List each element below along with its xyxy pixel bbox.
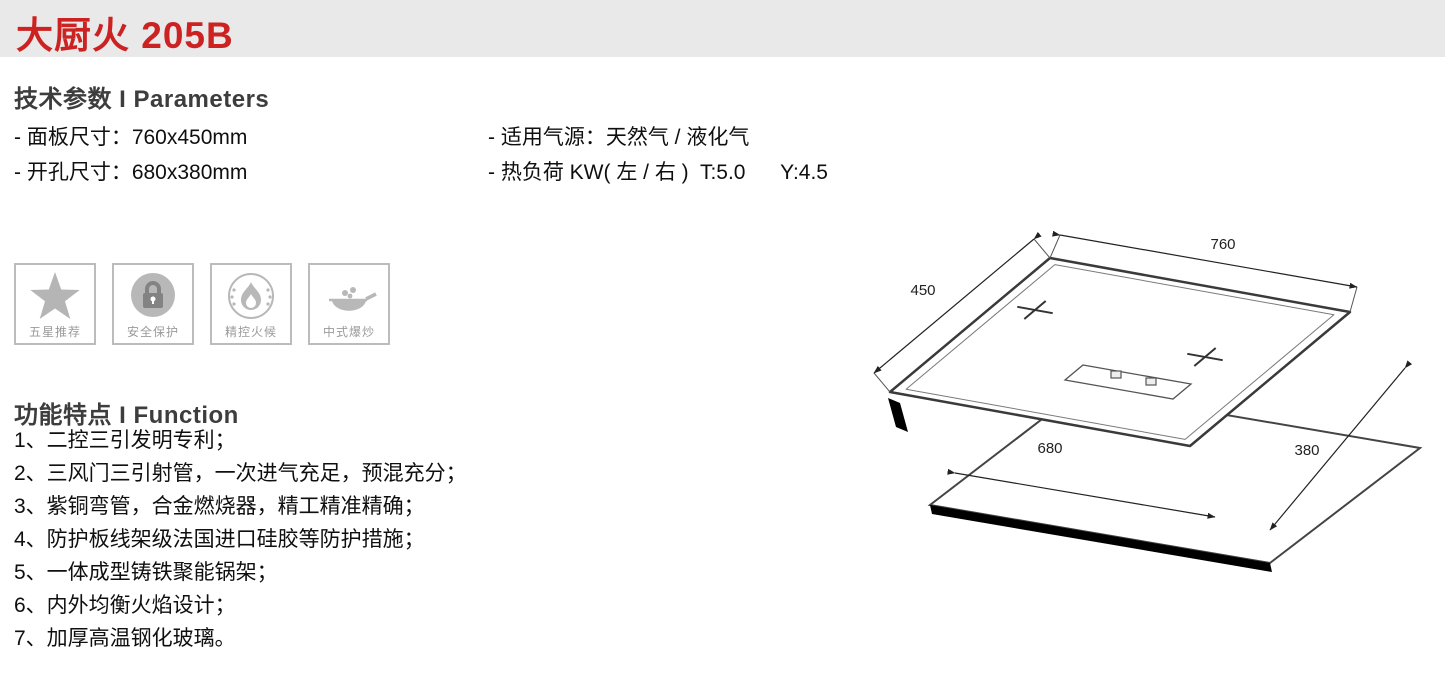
- feature-list: 1、二控三引发明专利； 2、三风门三引射管，一次进气充足，预混充分； 3、紫铜弯…: [14, 424, 467, 655]
- parameters-heading: 技术参数 I Parameters: [14, 86, 270, 113]
- product-title: 大厨火 205B: [16, 15, 234, 56]
- feature-item: 3、紫铜弯管，合金燃烧器，精工精准精确；: [14, 495, 425, 518]
- dim-label-panel-depth: 450: [910, 282, 935, 299]
- badge-label: 精控火候: [224, 325, 277, 339]
- lock-icon: [131, 273, 175, 317]
- feature-item: 6、内外均衡火焰设计；: [14, 594, 236, 617]
- param-gas-type: - 适用气源：天然气 / 液化气: [488, 126, 750, 149]
- dim-line-760: [1052, 230, 1358, 289]
- feature-item: 2、三风门三引射管，一次进气充足，预混充分；: [14, 462, 467, 485]
- knob-left: [1110, 370, 1122, 379]
- param-cutout-size: - 开孔尺寸：680x380mm: [14, 161, 248, 184]
- cooktop-isometric-drawing: 760 450 680 380: [873, 230, 1423, 572]
- product-dimension-diagram: 760 450 680 380: [845, 205, 1445, 580]
- badge-five-star: 五星推荐: [14, 263, 96, 345]
- dim-label-panel-width: 760: [1210, 236, 1235, 253]
- param-panel-size: - 面板尺寸：760x450mm: [14, 126, 248, 149]
- base-front-edge: [930, 505, 1272, 572]
- cooktop-panel: [888, 256, 1352, 448]
- feature-item: 5、一体成型铸铁聚能锅架；: [14, 561, 278, 584]
- badge-stir-fry: 中式爆炒: [308, 263, 390, 345]
- dim-line-450: [873, 231, 1042, 374]
- param-heat-load: - 热负荷 KW( 左 / 右 ) T:5.0 Y:4.5: [488, 161, 828, 184]
- badge-safety: 安全保护: [112, 263, 194, 345]
- feature-badges: 五星推荐 安全保护 精控火候: [14, 263, 390, 345]
- dim-label-cutout-width: 680: [1037, 440, 1062, 457]
- function-heading: 功能特点 I Function: [14, 402, 239, 429]
- feature-item: 1、二控三引发明专利；: [14, 429, 236, 452]
- badge-label: 中式爆炒: [322, 325, 375, 339]
- knob-right: [1145, 377, 1157, 386]
- header-bar: [0, 0, 1445, 57]
- feature-item: 4、防护板线架级法国进口硅胶等防护措施；: [14, 528, 425, 551]
- dim-line-680: [947, 468, 1216, 519]
- badge-flame-control: 精控火候: [210, 263, 292, 345]
- dim-line-380: [1269, 360, 1413, 531]
- burner-cross-right: [1187, 347, 1223, 367]
- badge-label: 五星推荐: [28, 325, 81, 339]
- mounting-bracket-left: [888, 398, 908, 432]
- flame-icon: [228, 273, 274, 319]
- star-icon: [30, 272, 80, 319]
- badge-label: 安全保护: [126, 325, 179, 339]
- dim-label-cutout-depth: 380: [1294, 442, 1319, 459]
- wok-icon: [329, 287, 377, 311]
- feature-item: 7、加厚高温钢化玻璃。: [14, 627, 236, 650]
